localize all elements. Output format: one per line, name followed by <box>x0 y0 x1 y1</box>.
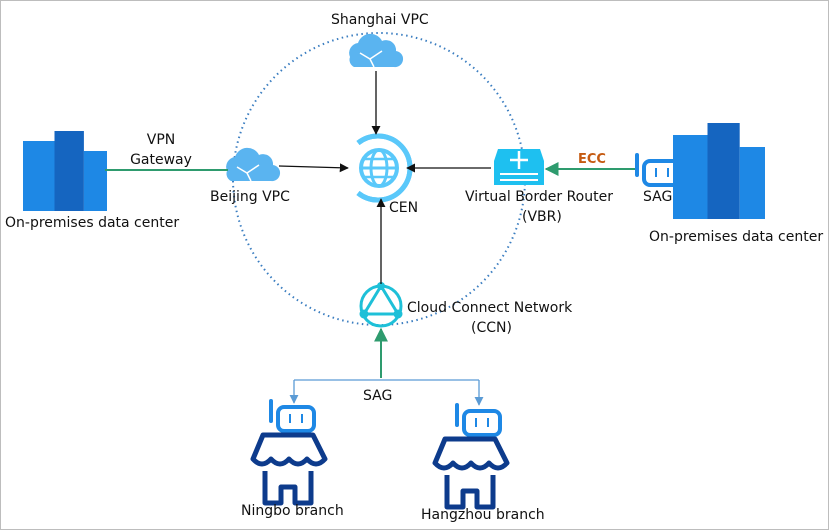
ccn-triangle-icon <box>359 282 403 328</box>
ccn-label-line2: (CCN) <box>471 320 512 336</box>
ningbo-branch-label: Ningbo branch <box>241 503 344 519</box>
shanghai-vpc-cloud-icon <box>348 33 404 68</box>
hangzhou-sag-device-icon <box>453 401 502 437</box>
beijing-to-cen-arrow <box>278 163 349 173</box>
hangzhou-branch-label: Hangzhou branch <box>421 507 545 523</box>
ccn-label-line1: Cloud Connect Network <box>407 300 573 316</box>
bottom-sag-label: SAG <box>363 388 393 404</box>
cen-globe-icon <box>356 133 413 203</box>
shanghai-vpc-label: Shanghai VPC <box>331 12 429 28</box>
ningbo-shop-icon <box>253 435 325 503</box>
right-sag-label: SAG <box>643 189 673 205</box>
left-datacenter-label: On-premises data center <box>5 215 180 231</box>
vbr-label-line1: Virtual Border Router <box>465 189 613 205</box>
cen-label: CEN <box>389 200 419 216</box>
right-datacenter-label: On-premises data center <box>649 229 824 245</box>
hangzhou-shop-icon <box>435 439 507 507</box>
vpn-gateway-label-line1: VPN <box>146 132 176 148</box>
ecc-label: ECC <box>578 152 606 167</box>
beijing-vpc-label: Beijing VPC <box>210 189 290 205</box>
vpn-gateway-label-line2: Gateway <box>130 152 192 168</box>
beijing-vpc-cloud-icon <box>225 147 281 182</box>
left-datacenter-building-icon <box>23 131 107 211</box>
vbr-label-line2: (VBR) <box>522 209 562 225</box>
vbr-router-icon <box>494 149 544 185</box>
ningbo-sag-device-icon <box>267 397 316 433</box>
right-datacenter-building-icon <box>673 123 765 219</box>
